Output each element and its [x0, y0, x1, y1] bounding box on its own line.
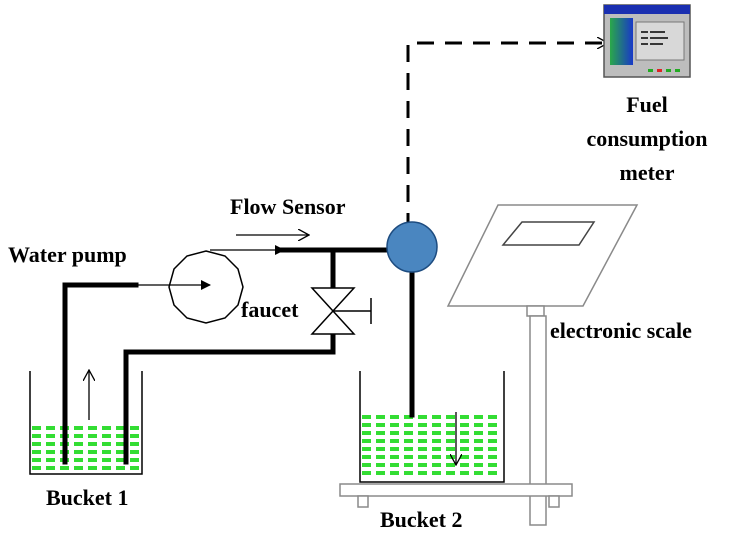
- fuel-consumption-meter: Fuel consumption meter: [586, 4, 708, 185]
- flow-sensor-label: Flow Sensor: [230, 194, 346, 219]
- meter-gradient-panel: [610, 18, 633, 65]
- pump-icon: [168, 250, 244, 324]
- meter-label-line-3: meter: [620, 160, 675, 185]
- return-pipe: [123, 331, 336, 465]
- water-pump: Water pump: [8, 242, 285, 324]
- meter-label-line-2: consumption: [586, 126, 707, 151]
- bucket-2: Bucket 2: [359, 371, 505, 532]
- pipework: [62, 247, 415, 465]
- scale-column: [529, 315, 547, 526]
- flow-sensor-icon: [386, 221, 438, 273]
- bucket-1: Bucket 1: [29, 370, 143, 510]
- electronic-scale: [339, 204, 639, 526]
- meter-indicator-dots: [648, 69, 680, 72]
- bucket-1-water: [32, 426, 140, 470]
- scale-upper-post: [526, 305, 545, 317]
- faucet: faucet: [241, 287, 372, 335]
- bucket-1-label: Bucket 1: [46, 485, 129, 510]
- scale-foot-right: [548, 495, 560, 508]
- meter-title-bar: [604, 5, 690, 14]
- scale-platform: [339, 483, 573, 497]
- signal-line: [406, 43, 608, 230]
- pump-intake-pipe: [62, 282, 139, 465]
- meter-display-area: [635, 21, 685, 61]
- meter-label-line-1: Fuel: [626, 92, 668, 117]
- bucket-2-label: Bucket 2: [380, 507, 463, 532]
- scale-display-panel: [446, 204, 639, 307]
- meter-text-lines: [641, 31, 668, 45]
- bucket-1-outline: [29, 371, 143, 475]
- bucket-2-outline: [359, 371, 505, 483]
- scale-display-window: [501, 221, 596, 246]
- electronic-scale-label: electronic scale: [550, 318, 692, 343]
- scale-foot-left: [357, 495, 369, 508]
- bucket-2-water: [362, 415, 502, 475]
- water-pump-label: Water pump: [8, 242, 127, 267]
- faucet-label: faucet: [241, 297, 299, 322]
